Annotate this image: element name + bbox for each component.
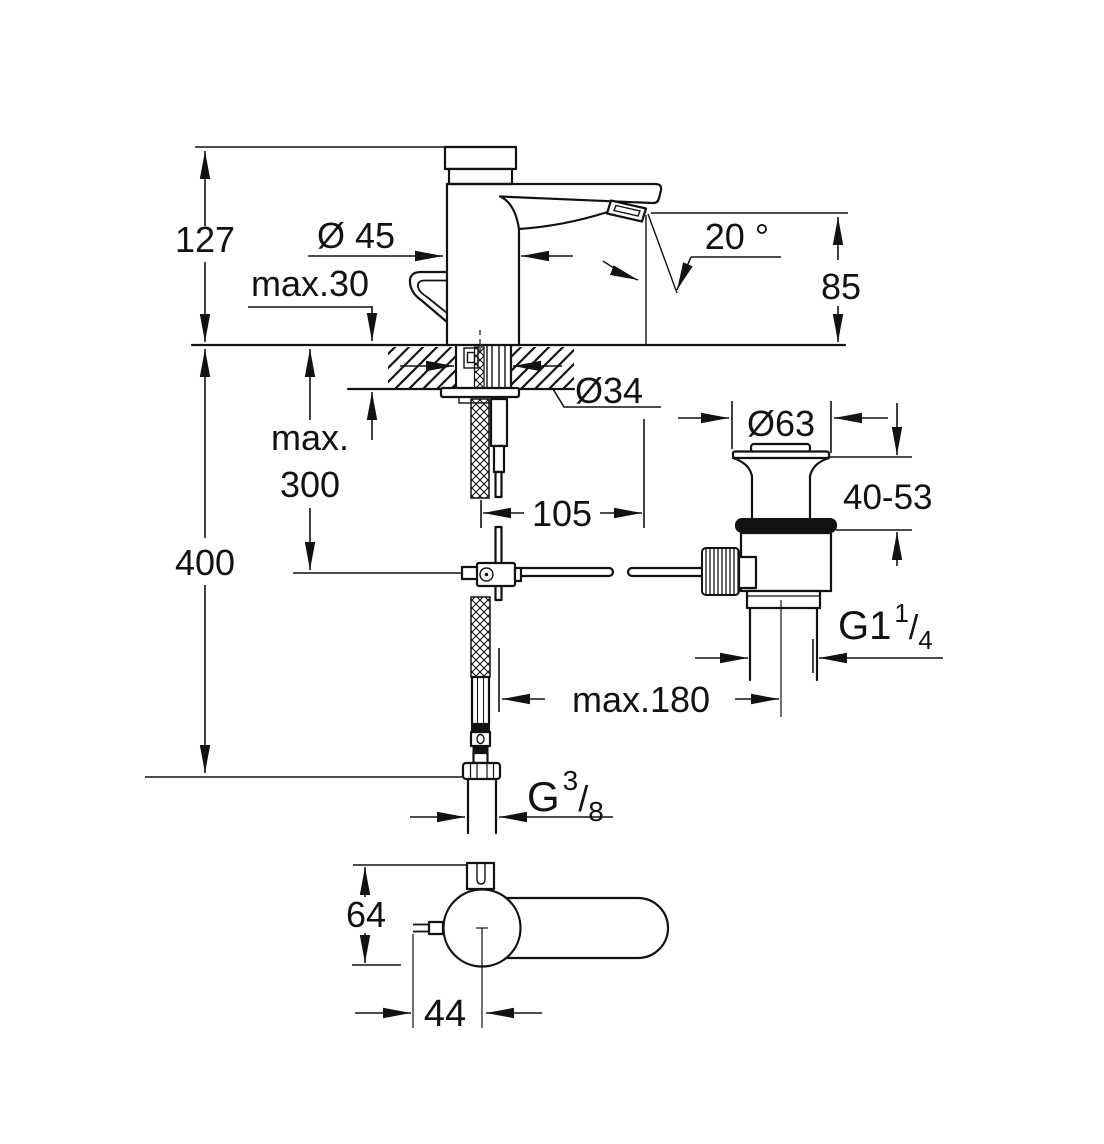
dim-40-53-label: 40-53 [843,478,933,517]
dimension-max180: max.180 [498,648,779,720]
dim-angle20-label: 20 ° [705,216,769,257]
counter-section [190,330,847,404]
dim-max180-label: max.180 [572,679,710,720]
plug-lip [731,450,831,460]
dimension-127: 127 [175,151,235,342]
faucet-cap-top [443,145,518,171]
lever-pin-collar [427,920,445,936]
hose-band-2 [472,746,489,753]
outlet-nozzle-detail [613,204,641,217]
rigid-pipe-mid [492,444,506,474]
dimension-max30: max.30 [248,263,378,440]
rigid-pipe-thin [494,470,503,499]
dimension-105: 105 [480,419,645,534]
dim-400-label: 400 [175,542,235,583]
dim-max300-label-line1: max. [271,417,349,458]
dim-dia63-label: Ø63 [747,403,815,444]
dim-max30-label: max.30 [251,263,369,304]
sleeve-hole [476,733,485,745]
faucet-top-view [412,861,670,1028]
dim-max300-label-line2: 300 [280,464,340,505]
horizontal-rod-left [515,566,615,578]
dimension-max300: max. 300 [271,349,349,570]
connection-nut [461,761,502,781]
dimension-64: 64 [346,864,466,966]
dim-85-label: 85 [821,266,861,307]
drain-neck-left [731,456,754,521]
spout-outline-top-view [504,896,670,960]
dimension-400: 400 [145,349,462,778]
hose-step [472,751,489,765]
mounting-flange [439,386,521,399]
flex-hose-lower [470,596,491,678]
lever-outer-edge [408,270,449,324]
dimension-dia63: Ø63 [678,401,888,453]
drain-assembly [701,442,837,717]
angle-20-line [647,213,678,294]
dim-44-label: 44 [424,993,466,1035]
dim-dia45-label: Ø 45 [317,215,395,256]
flex-hose-upper [470,398,490,499]
drain-o-ring [735,518,837,533]
knob-connector [737,555,758,590]
clamp-screw-center [484,572,489,577]
horizontal-rod-right [626,566,708,578]
swivel-arc-arrow [602,260,639,281]
dim-105-label: 105 [532,493,592,534]
dim-64-label: 64 [346,894,386,935]
sensor-window [465,861,496,891]
drain-neck-right [808,456,831,521]
pull-rod-linkage [293,525,708,602]
supply-hose-assembly [461,397,509,835]
mounting-shank [463,330,506,389]
dim-dia34-label: Ø34 [575,370,643,411]
dimension-85: 85 [651,212,861,342]
rod-clamp-block [475,561,517,588]
counter-hatch-left [388,347,456,388]
rigid-pipe-upper [489,397,509,448]
dimension-dia45: Ø 45 [308,215,573,262]
dimension-angle20: 20 ° [676,216,781,291]
sensor-slot [476,864,486,885]
counter-hatch-right [511,347,574,388]
dimension-44: 44 [355,993,542,1035]
hose-band [471,724,490,732]
dimension-40-53: 40-53 [828,403,933,566]
dim-127-label: 127 [175,219,235,260]
hose-end-tube [470,675,491,726]
dimension-dia34: Ø34 [400,360,661,411]
rod-end-fitting [460,565,480,581]
spout-top-plate [445,182,663,205]
lever-inner-edge [416,279,448,314]
faucet-cap-base [447,167,514,186]
thread-collar [745,589,822,610]
drain-knurled-knob [701,547,740,596]
spout-belly-curve [517,211,608,231]
spout-neck-curve [498,195,521,231]
clamp-screw [479,567,494,582]
clamp-nub [513,566,523,583]
faucet-side-view [195,145,678,347]
